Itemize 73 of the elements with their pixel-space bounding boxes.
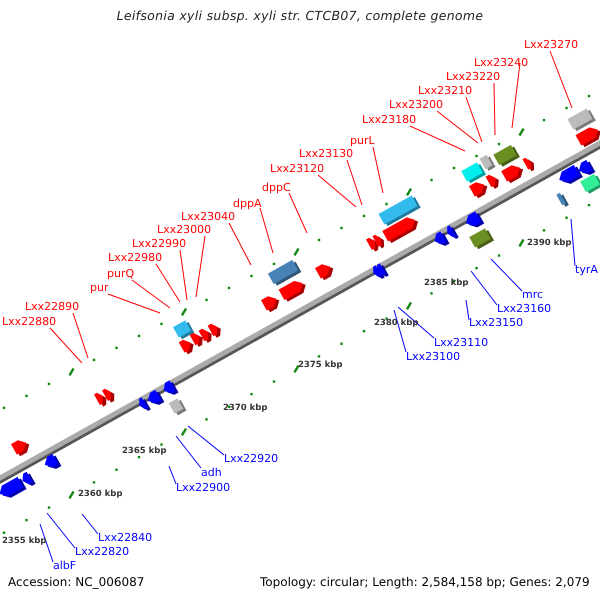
- leader-line: [40, 524, 54, 562]
- gene-label: purQ: [107, 268, 134, 280]
- leader-line: [318, 174, 356, 208]
- leader-line: [410, 126, 466, 152]
- leader-line: [466, 96, 482, 142]
- gene-label: Lxx23000: [157, 224, 212, 236]
- axis-tick-label: 2380 kbp: [374, 318, 418, 328]
- gene-label: purL: [350, 135, 375, 147]
- leader-line: [436, 110, 478, 144]
- gene-label: Lxx23240: [474, 57, 528, 69]
- axis-tick-label: 2370 kbp: [223, 403, 268, 413]
- leader-line: [470, 270, 498, 306]
- leader-line: [570, 218, 576, 266]
- leader-line: [132, 280, 170, 308]
- leader-line: [490, 258, 522, 292]
- gene-label: dppA: [233, 198, 262, 210]
- leader-line: [50, 328, 82, 364]
- leader-line: [188, 426, 224, 456]
- leader-line: [288, 192, 308, 234]
- gene-label: Lxx22840: [98, 532, 152, 544]
- leader-line: [394, 310, 406, 352]
- leader-line: [156, 264, 180, 302]
- gene-label: Lxx23220: [446, 71, 500, 83]
- gene-label: Lxx23180: [362, 114, 416, 126]
- gene-label: Lxx23210: [418, 85, 472, 97]
- leader-line: [72, 312, 88, 358]
- leader-line: [512, 62, 520, 128]
- gene-label: adh: [201, 467, 222, 479]
- leader-line: [180, 250, 188, 300]
- leader-line: [228, 222, 252, 266]
- gene-label: Lxx23100: [406, 351, 460, 363]
- gene-label: Lxx22880: [2, 316, 56, 328]
- leader-line: [346, 160, 362, 206]
- axis-tick-label: 2390 kbp: [527, 238, 572, 248]
- footer-note: Accession: NC_006087: [8, 575, 144, 589]
- leader-line: [398, 306, 434, 338]
- axis-tick-label: 2360 kbp: [78, 489, 122, 499]
- gene-label: mrc: [522, 289, 544, 301]
- leader-line: [108, 294, 160, 314]
- leader-line: [46, 512, 76, 548]
- gene-label: Lxx23160: [497, 303, 552, 315]
- leader-line: [494, 82, 496, 136]
- gene-label: dppC: [262, 182, 291, 194]
- gene-label: pur: [90, 282, 108, 294]
- leader-line: [196, 236, 206, 298]
- gene-label: Lxx22820: [75, 546, 130, 558]
- gene-label: Lxx23270: [524, 39, 578, 51]
- gene-label: Lxx22900: [176, 482, 230, 494]
- gene-label: Lxx23150: [469, 317, 524, 329]
- gene-label: Lxx23130: [299, 148, 354, 160]
- gene-label: Lxx23120: [270, 163, 324, 175]
- axis-tick-label: 2365 kbp: [122, 446, 166, 456]
- axis-tick-label: 2385 kbp: [424, 278, 468, 288]
- leader-line: [82, 514, 98, 534]
- axis-tick-label: 2355 kbp: [2, 536, 46, 546]
- leader-line: [550, 50, 572, 108]
- gene-label: Lxx23110: [434, 337, 488, 349]
- leader-line: [260, 208, 274, 254]
- chart-title: Leifsonia xyli subsp. xyli str. CTCB07, complete genome: [116, 8, 484, 23]
- gene-label: Lxx23040: [181, 211, 236, 223]
- gene-label: Lxx22890: [25, 301, 80, 313]
- leader-line: [372, 146, 384, 194]
- footer-note: Topology: circular; Length: 2,584,158 bp; Genes: 2,079: [260, 575, 590, 589]
- leader-line: [466, 300, 470, 320]
- gene-label: tyrA: [575, 264, 598, 276]
- gene-label: Lxx22990: [132, 238, 186, 250]
- gene-label: Lxx23200: [389, 99, 444, 111]
- axis-tick-label: 2375 kbp: [298, 360, 342, 370]
- gene-label: albF: [53, 560, 76, 572]
- leader-line: [168, 466, 176, 484]
- gene-label: Lxx22980: [108, 252, 162, 264]
- leader-line: [176, 436, 202, 468]
- gene-label: Lxx22920: [224, 453, 278, 465]
